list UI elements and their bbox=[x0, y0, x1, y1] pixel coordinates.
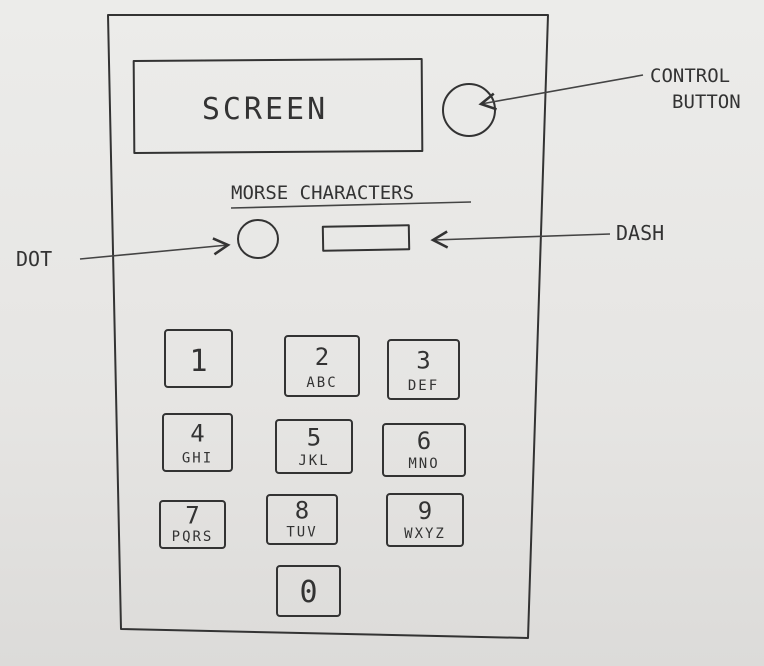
dash-arrow bbox=[430, 230, 611, 249]
keypad-key-frame bbox=[162, 413, 233, 472]
control-button[interactable] bbox=[442, 83, 496, 137]
keypad-digit: 9 bbox=[418, 497, 432, 525]
keypad-letters: PQRS bbox=[172, 529, 214, 545]
screen-label: SCREEN bbox=[202, 92, 328, 127]
keypad-digit: 7 bbox=[185, 502, 199, 530]
control-button-arrow bbox=[478, 74, 644, 111]
keypad-key-frame bbox=[386, 493, 464, 547]
morse-heading: MORSE CHARACTERS bbox=[231, 182, 414, 204]
device-frame bbox=[107, 14, 549, 639]
control-button-annotation-line1: CONTROL bbox=[650, 65, 730, 87]
keypad-key-frame bbox=[284, 335, 360, 397]
keypad-key-1[interactable]: 1 bbox=[164, 329, 233, 388]
screen-display: SCREEN bbox=[132, 57, 424, 155]
keypad-digit: 2 bbox=[315, 343, 329, 371]
dash-annotation: DASH bbox=[616, 221, 664, 245]
keypad-letters: TUV bbox=[286, 525, 317, 541]
morse-dot-button[interactable] bbox=[237, 219, 279, 259]
keypad-digit: 1 bbox=[189, 344, 207, 379]
keypad-letters: WXYZ bbox=[404, 526, 446, 542]
keypad-key-frame bbox=[276, 565, 341, 617]
keypad-digit: 4 bbox=[190, 419, 204, 447]
keypad-key-frame bbox=[159, 500, 226, 549]
keypad-key-frame bbox=[382, 423, 466, 477]
keypad-key-0[interactable]: 0 bbox=[276, 565, 341, 617]
morse-dash-button[interactable] bbox=[321, 224, 411, 252]
keypad-digit: 0 bbox=[299, 575, 317, 610]
morse-heading-underline bbox=[230, 201, 472, 209]
keypad-key-frame bbox=[387, 339, 460, 400]
keypad-digit: 6 bbox=[417, 427, 431, 455]
keypad-digit: 3 bbox=[416, 346, 430, 374]
keypad-key-frame bbox=[266, 494, 338, 545]
keypad-digit: 8 bbox=[295, 497, 309, 525]
keypad-letters: MNO bbox=[408, 456, 439, 472]
dot-arrow bbox=[79, 237, 231, 260]
keypad-letters: GHI bbox=[182, 450, 213, 466]
keypad-letters: JKL bbox=[298, 453, 329, 469]
keypad-letters: DEF bbox=[408, 378, 439, 394]
control-button-annotation-line2: BUTTON bbox=[672, 91, 741, 113]
keypad-key-frame bbox=[164, 329, 233, 388]
keypad-key-frame bbox=[275, 419, 353, 474]
dot-annotation: DOT bbox=[16, 247, 52, 271]
keypad-digit: 5 bbox=[307, 423, 321, 451]
keypad-letters: ABC bbox=[306, 375, 337, 391]
